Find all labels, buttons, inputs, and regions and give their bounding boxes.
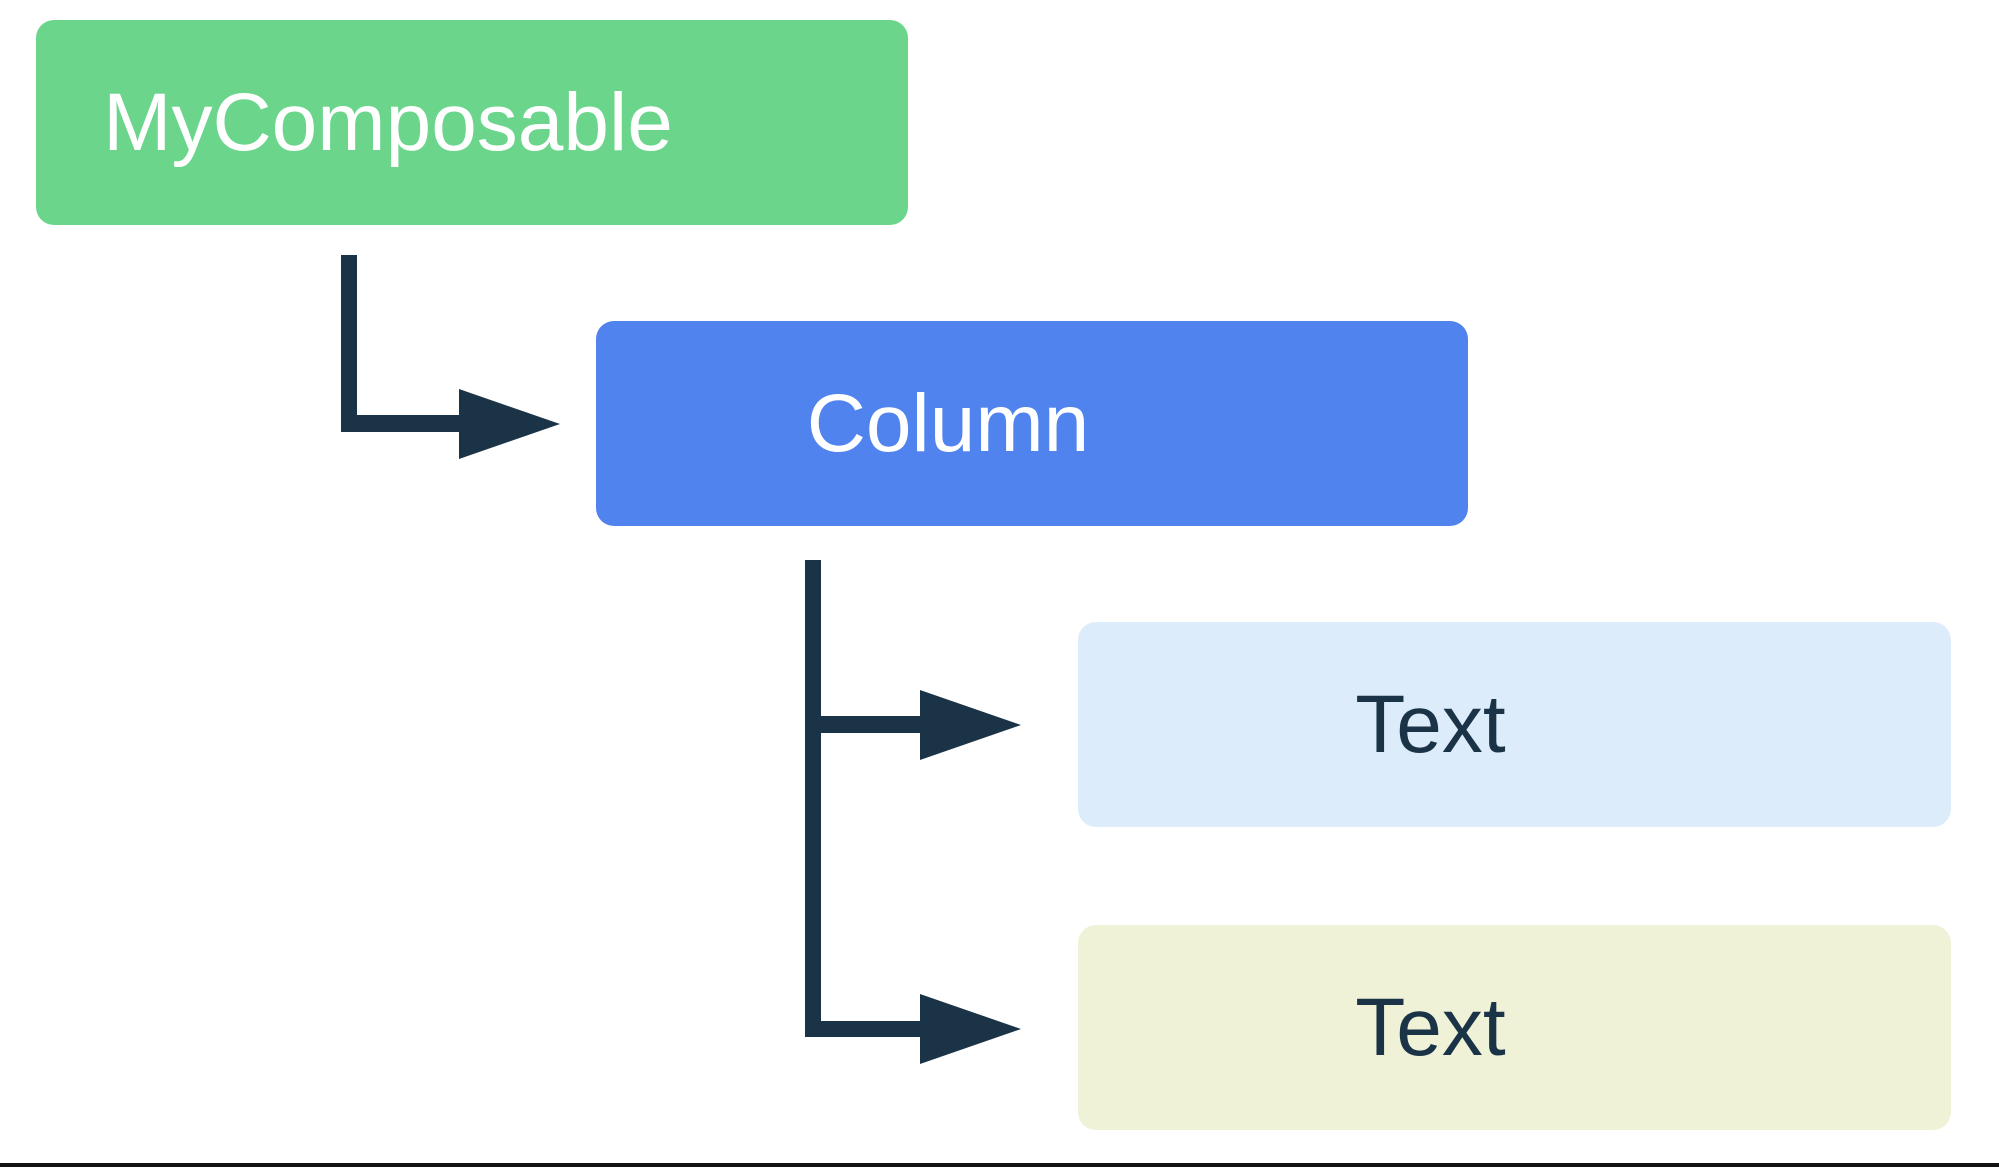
node-mycomposable[interactable]: MyComposable — [36, 20, 908, 225]
edge-column-to-text-1-horizontal — [805, 716, 930, 733]
edge-mycomposable-to-column — [341, 255, 560, 459]
edge-column-trunk-vertical — [805, 560, 821, 1037]
node-text-1-label: Text — [1355, 678, 1506, 770]
edge-column-to-text-1 — [805, 690, 1021, 760]
arrowhead-icon-to-text-2 — [920, 994, 1021, 1064]
node-mycomposable-label: MyComposable — [103, 76, 673, 168]
bottom-divider — [0, 1163, 1999, 1167]
node-column[interactable]: Column — [596, 321, 1468, 526]
arrowhead-icon-to-text-1 — [920, 690, 1021, 760]
edge-column-trunk — [805, 560, 821, 1037]
node-text-2-label: Text — [1355, 981, 1506, 1073]
arrowhead-icon-to-column — [459, 389, 560, 459]
edge-mycomposable-to-column-horizontal — [341, 416, 471, 432]
node-text-1[interactable]: Text — [1078, 622, 1951, 827]
edge-column-to-text-2-horizontal — [805, 1021, 930, 1037]
node-column-label: Column — [806, 377, 1090, 469]
node-text-2[interactable]: Text — [1078, 925, 1951, 1130]
edge-mycomposable-to-column-line — [341, 255, 470, 432]
edge-column-to-text-2 — [805, 994, 1021, 1064]
edge-mycomposable-to-column-line-fill — [341, 255, 357, 432]
